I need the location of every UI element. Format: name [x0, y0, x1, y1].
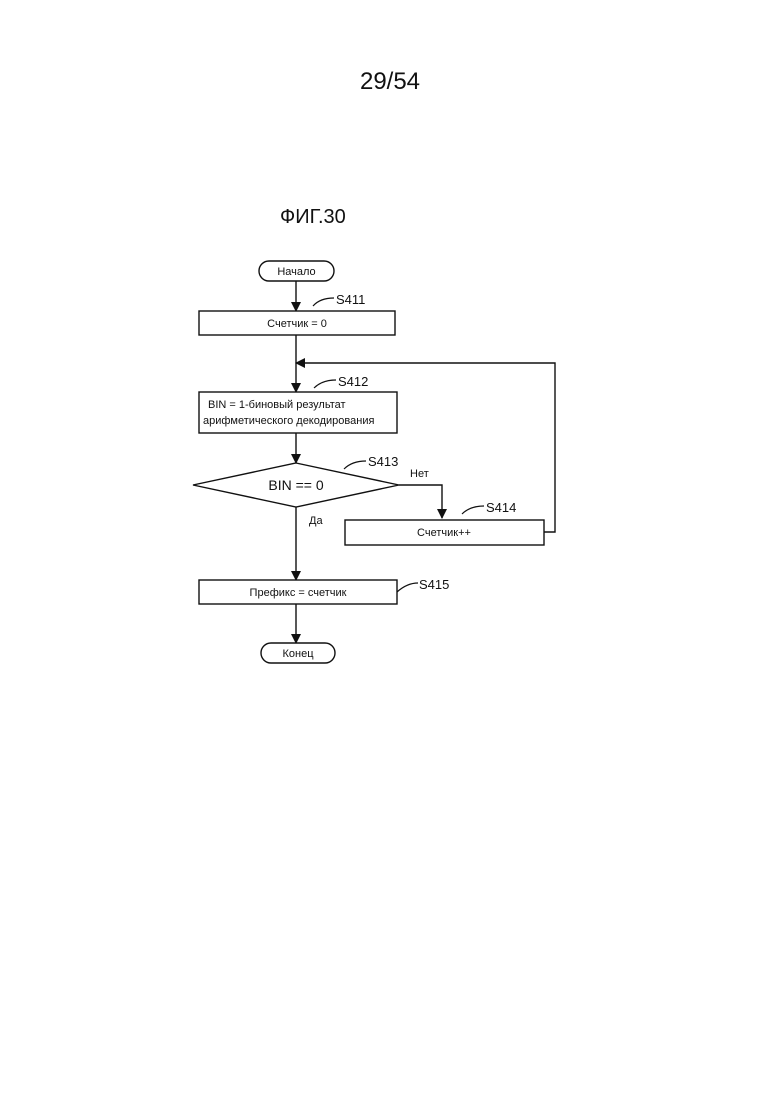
branch-no-label: Нет — [410, 468, 429, 480]
step-s414: S414 Счетчик++ — [345, 500, 544, 545]
s413-id: S413 — [368, 454, 398, 469]
arrow-no-branch — [399, 485, 442, 518]
s411-id: S411 — [336, 292, 365, 307]
s412-line2: арифметического декодирования — [203, 415, 374, 427]
s415-id: S415 — [419, 577, 449, 592]
s411-text: Счетчик = 0 — [267, 318, 327, 330]
s414-id: S414 — [486, 500, 516, 515]
s412-leader — [314, 380, 336, 388]
s412-id: S412 — [338, 374, 368, 389]
start-label: Начало — [277, 266, 315, 278]
step-s415: S415 Префикс = счетчик — [199, 577, 449, 604]
s413-leader — [344, 461, 366, 469]
end-terminal: Конец — [261, 643, 335, 663]
s415-text: Префикс = счетчик — [250, 587, 347, 599]
step-s412: S412 BIN = 1-биновый результат арифметич… — [199, 374, 397, 433]
s415-leader — [397, 583, 418, 592]
s414-leader — [462, 506, 484, 514]
s411-leader — [313, 298, 334, 306]
end-label: Конец — [282, 648, 314, 660]
start-terminal: Начало — [259, 261, 334, 281]
s412-line1: BIN = 1-биновый результат — [208, 399, 346, 411]
branch-yes-label: Да — [309, 515, 323, 527]
step-s411: S411 Счетчик = 0 — [199, 292, 395, 335]
s414-text: Счетчик++ — [417, 527, 471, 539]
s413-text: BIN == 0 — [268, 477, 323, 493]
